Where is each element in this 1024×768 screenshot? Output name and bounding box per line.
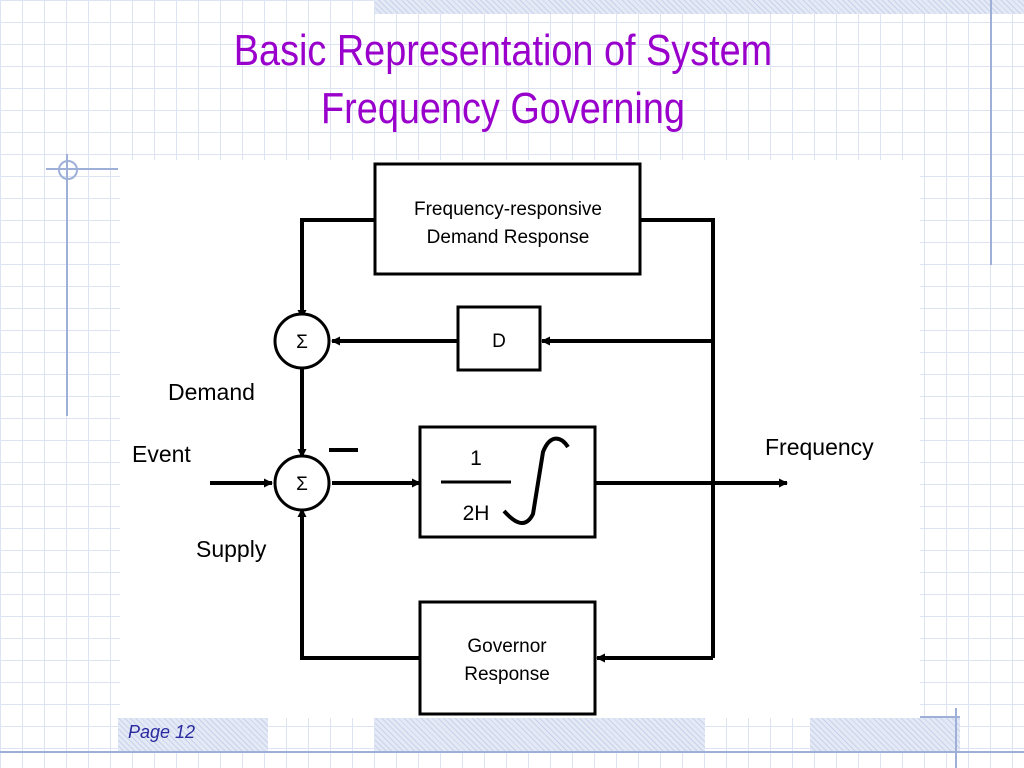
lower-summing-junction [273,454,331,512]
left-corner-horizontal-rule [46,168,118,170]
event-label: Event [132,441,191,467]
supply-label: Supply [196,536,267,562]
demand-response-path [297,218,375,319]
upper-summing-symbol: Σ [296,332,308,353]
lower-summing-symbol: Σ [296,474,308,495]
top-right-vertical-rule [990,0,992,265]
slide-title-line-1: Basic Representation of System [233,26,773,75]
frequency-label: Frequency [765,434,874,460]
supply-path [297,508,420,660]
demand-response-label-line-1: Frequency-responsive [414,199,602,220]
damping-block [456,305,542,372]
integrator-symbol [502,436,570,525]
governor-label-line-1: Governor [467,636,547,657]
demand-response-block [373,162,642,276]
footer-hatch-center [375,718,705,752]
left-corner-circle [58,160,78,180]
frequency-feedback-bus [640,218,715,658]
footer-hatch-left [118,718,268,752]
left-corner-vertical-rule [66,154,68,416]
page-number: Page 12 [128,722,196,742]
governor-response-block [418,600,597,716]
top-hatch-band [375,0,1024,14]
footer-right-vertical-rule [955,708,957,768]
damping-label: D [492,331,506,352]
footer-hatch-right [810,718,960,752]
footer-rule [0,751,1024,753]
slide-title: Basic Representation of System Frequency… [70,22,935,138]
footer-right-horizontal-rule [920,716,960,718]
slide-title-line-2: Frequency Governing [321,84,685,133]
demand-label: Demand [168,379,255,405]
signal-lines [210,218,788,663]
demand-response-label-line-2: Demand Response [427,227,590,248]
inertia-numerator: 1 [470,447,482,470]
inertia-denominator: 2H [463,502,490,525]
governor-label-line-2: Response [464,664,550,685]
upper-summing-junction [273,312,331,370]
